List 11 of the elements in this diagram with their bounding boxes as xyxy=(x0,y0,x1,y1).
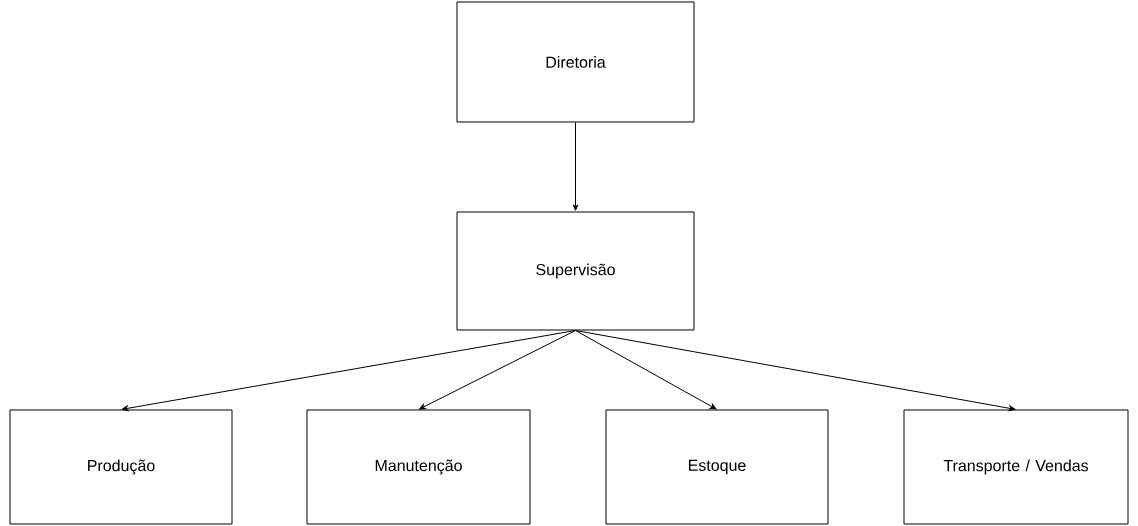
org-box: Diretoria xyxy=(456,1,695,123)
org-box: Supervisão xyxy=(456,211,695,331)
org-box: Estoque xyxy=(605,409,829,525)
arrow xyxy=(572,122,579,211)
org-box: Transporte / Vendas xyxy=(903,409,1129,525)
org-box: Produção xyxy=(9,409,233,525)
org-box: Manutenção xyxy=(306,409,531,525)
arrow xyxy=(575,330,1016,412)
arrow xyxy=(419,330,576,410)
arrow xyxy=(575,330,717,410)
arrow xyxy=(121,330,576,412)
